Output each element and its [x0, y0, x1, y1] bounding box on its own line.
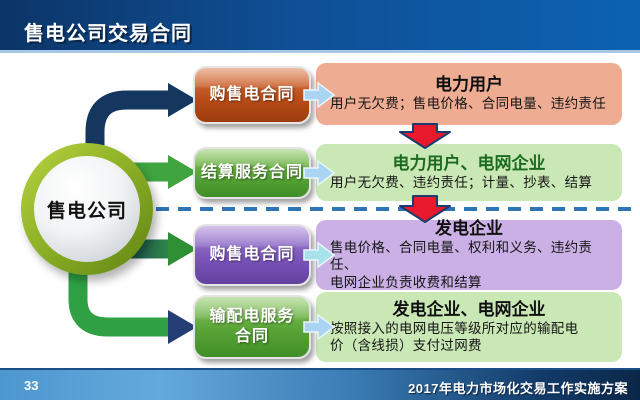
flow-arrow-icon: [303, 159, 335, 187]
button-label: 购售电合同: [209, 86, 295, 103]
panel-title: 电力用户: [435, 75, 503, 95]
button-label: 结算服务合同: [200, 164, 303, 181]
flow-arrow-icon: [303, 81, 335, 109]
target-panel-power-users: 电力用户 用户无欠费；售电价格、合同电量、违约责任: [316, 63, 622, 125]
hub-sphere: 售电公司: [34, 156, 140, 262]
contract-button-transmission: 输配电服务 合同: [193, 295, 311, 359]
panel-detail: 用户无欠费、违约责任；计量、抄表、结算: [330, 174, 593, 190]
panel-title: 电力用户、电网企业: [392, 153, 546, 173]
seller-company-hub: 售电公司: [21, 143, 153, 275]
page-number: 33: [24, 378, 39, 393]
panel-detail: 用户无欠费；售电价格、合同电量、违约责任: [330, 96, 606, 112]
slide-header: 售电公司交易合同: [0, 0, 640, 53]
hub-label: 售电公司: [46, 200, 127, 222]
panel-detail: 电网企业负责收费和结算: [330, 274, 482, 290]
contract-button-purchase-sale-gen: 购售电合同: [193, 224, 311, 286]
panel-detail: 价（含线损）支付过网费: [330, 338, 482, 353]
footer-title: 2017年电力市场化交易工作实施方案: [408, 381, 628, 396]
arrow-hub-to-row1-icon: [85, 83, 197, 215]
button-label: 购售电合同: [209, 246, 295, 263]
slide-footer: 33 2017年电力市场化交易工作实施方案: [0, 368, 640, 400]
target-panel-gen-grid: 发电企业、电网企业 按照接入的电网电压等级所对应的输配电 价（含线损）支付过网费: [316, 292, 622, 362]
arrow-hub-to-row4-icon: [68, 240, 197, 344]
panel-title: 发电企业: [435, 218, 503, 238]
target-panel-users-grid: 电力用户、电网企业 用户无欠费、违约责任；计量、抄表、结算: [316, 144, 622, 201]
panel-detail: 按照接入的电网电压等级所对应的输配电: [330, 320, 579, 336]
flow-arrow-icon: [303, 241, 335, 269]
button-label: 合同: [234, 328, 269, 345]
panel-detail: 售电价格、合同电量、权利和义务、违约责任、: [330, 239, 593, 273]
target-panel-generators: 发电企业 售电价格、合同电量、权利和义务、违约责任、 电网企业负责收费和结算: [316, 218, 622, 290]
panel-title: 发电企业、电网企业: [392, 299, 546, 319]
flow-arrow-icon: [303, 313, 335, 341]
contract-button-purchase-sale: 购售电合同: [193, 66, 311, 124]
contract-button-settlement: 结算服务合同: [193, 147, 311, 199]
page-title: 售电公司交易合同: [24, 23, 192, 45]
button-label: 输配电服务: [209, 308, 295, 325]
